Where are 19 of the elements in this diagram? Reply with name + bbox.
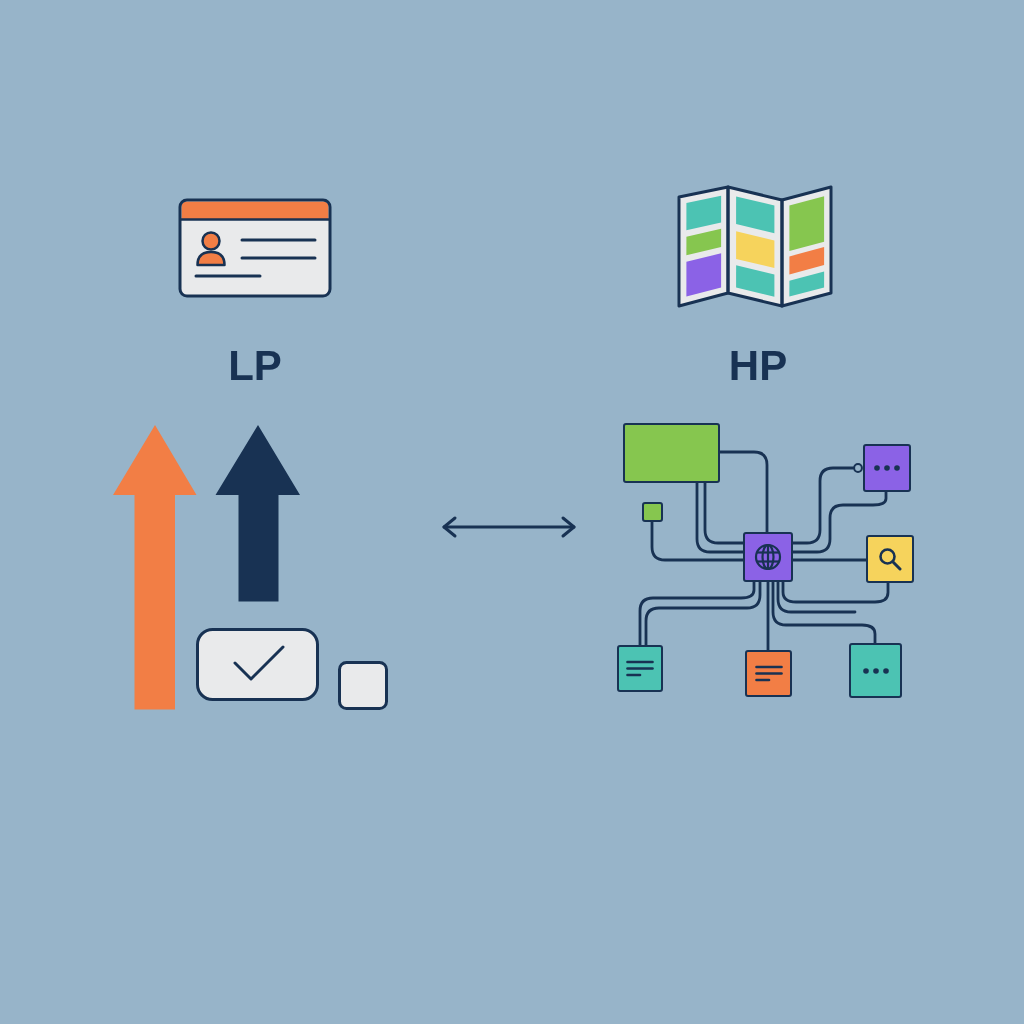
node-box (623, 423, 720, 483)
connector-line (776, 580, 857, 614)
hub-box (743, 532, 793, 582)
node-box (745, 650, 792, 697)
node-box (617, 645, 663, 692)
node-box (642, 502, 663, 522)
section-label: LP (228, 345, 282, 387)
node-box (863, 444, 911, 492)
connector-line (703, 481, 745, 545)
connector-line (791, 558, 868, 562)
section-label: HP (728, 345, 788, 387)
node-box (866, 535, 914, 583)
connector-line (695, 481, 745, 554)
node-box (849, 643, 902, 698)
connector-line (718, 450, 769, 534)
connector-line (650, 520, 745, 562)
connector-line (766, 580, 770, 652)
connector-line (791, 463, 863, 545)
connector-line (791, 490, 888, 554)
